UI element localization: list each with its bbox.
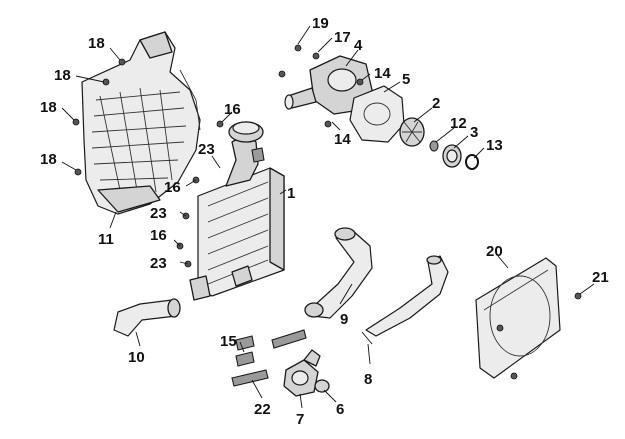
callout-13: 13	[486, 137, 503, 154]
fan-cover-plate	[475, 257, 561, 379]
callout-17: 17	[334, 29, 351, 46]
callout-3: 3	[470, 124, 478, 141]
callout-2: 2	[432, 95, 440, 112]
callout-16c: 16	[150, 227, 167, 244]
o-ring	[465, 154, 479, 170]
callout-12: 12	[450, 115, 467, 132]
callout-20: 20	[486, 243, 503, 260]
hose-upper	[304, 227, 373, 319]
callout-22: 22	[254, 401, 271, 418]
callout-23b: 23	[150, 205, 167, 222]
fan-shroud	[81, 31, 201, 215]
callout-18a: 18	[88, 35, 105, 52]
impeller	[399, 117, 425, 147]
hose-lower	[113, 298, 181, 337]
callout-14b: 14	[334, 131, 351, 148]
callout-18d: 18	[40, 151, 57, 168]
callout-19: 19	[312, 15, 329, 32]
callout-16a: 16	[224, 101, 241, 118]
leader-lines	[61, 25, 595, 409]
callout-23a: 23	[198, 141, 215, 158]
callout-11: 11	[98, 231, 114, 248]
hose-small	[361, 255, 449, 345]
callout-labels: 1 2 3 4 5 6 7 8 9 10 11 12 13 14 14 15 1…	[40, 15, 609, 428]
callout-23c: 23	[150, 255, 167, 272]
callout-10: 10	[128, 349, 145, 366]
callout-18b: 18	[54, 67, 71, 84]
oil-seal	[442, 144, 462, 168]
radiator-cap	[228, 121, 264, 143]
callout-14a: 14	[374, 65, 391, 82]
callout-16b: 16	[164, 179, 181, 196]
callout-8: 8	[364, 371, 372, 388]
radiator	[189, 133, 285, 301]
callout-21: 21	[592, 269, 609, 286]
thermostat-housing	[283, 349, 321, 397]
callout-15: 15	[220, 333, 237, 350]
callout-1: 1	[287, 185, 295, 202]
pump-gasket	[349, 85, 405, 143]
callout-4: 4	[354, 37, 363, 54]
callout-6: 6	[336, 401, 344, 418]
callout-5: 5	[402, 71, 410, 88]
seal	[429, 140, 439, 152]
fasteners	[72, 44, 582, 393]
callout-9: 9	[340, 311, 348, 328]
callout-7: 7	[296, 411, 304, 428]
callout-18c: 18	[40, 99, 57, 116]
